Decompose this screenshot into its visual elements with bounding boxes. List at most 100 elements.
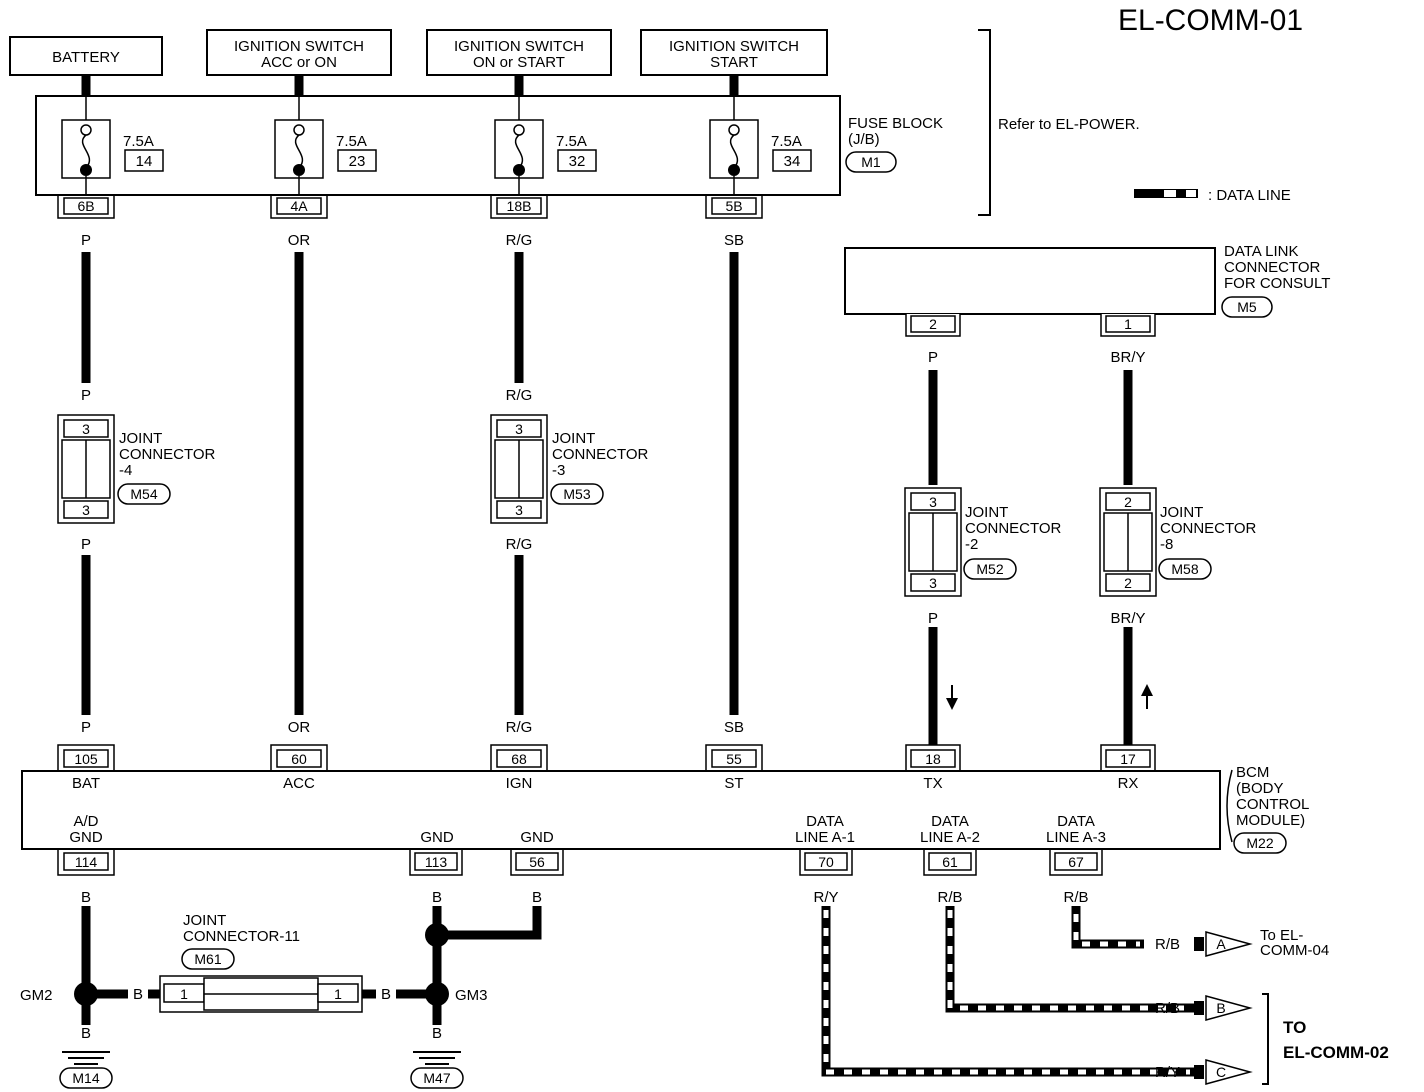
joint-pin: 2 bbox=[1124, 494, 1132, 510]
terminal-label: 5B bbox=[725, 198, 742, 214]
bcm-terminal-name: LINE A-2 bbox=[920, 829, 980, 846]
bcm-terminal-name: ACC bbox=[283, 775, 315, 792]
power-source-label: ON or START bbox=[473, 54, 565, 71]
output-target: COMM-04 bbox=[1260, 942, 1329, 959]
wire-color-label: SB bbox=[724, 719, 744, 736]
joint-connector-id: M53 bbox=[563, 486, 590, 502]
wire-color-label: R/Y bbox=[813, 889, 838, 906]
wire-color-label: OR bbox=[288, 719, 311, 736]
bcm-terminal-name: DATA bbox=[806, 813, 844, 830]
refer-note: Refer to EL-POWER. bbox=[998, 116, 1140, 133]
joint-connector-8: 2 2 JOINT CONNECTOR -8 M58 bbox=[1099, 487, 1257, 597]
bcm-terminal-name: LINE A-1 bbox=[795, 829, 855, 846]
power-source-label: START bbox=[710, 54, 758, 71]
joint-connector-3: 3 3 JOINT CONNECTOR -3 M53 bbox=[490, 414, 649, 524]
tx-arrow-icon bbox=[946, 685, 958, 710]
bcm-pin: 56 bbox=[529, 854, 545, 870]
bcm-label: MODULE) bbox=[1236, 812, 1305, 829]
bcm-pin: 60 bbox=[291, 751, 307, 767]
dlc-label: CONNECTOR bbox=[1224, 259, 1321, 276]
wire-color-label: P bbox=[928, 610, 938, 627]
wire-color-label: R/G bbox=[506, 387, 533, 404]
bcm-pin: 61 bbox=[942, 854, 958, 870]
fuse-block-label: FUSE BLOCK bbox=[848, 115, 943, 132]
bcm-terminal-name: ST bbox=[724, 775, 743, 792]
wire-color-label: B bbox=[532, 889, 542, 906]
ground-symbol-icon bbox=[413, 1051, 461, 1065]
output-connector-b: R/B B bbox=[1155, 995, 1253, 1021]
ground-connector-id: M47 bbox=[423, 1070, 450, 1086]
bcm-pin: 113 bbox=[425, 854, 448, 870]
legend-label: : DATA LINE bbox=[1208, 187, 1291, 204]
joint-connector-4: 3 3 JOINT CONNECTOR -4 M54 bbox=[57, 414, 216, 524]
fuse-block-label: (J/B) bbox=[848, 131, 880, 148]
output-letter: B bbox=[1216, 1000, 1225, 1016]
power-source-label: IGNITION SWITCH bbox=[669, 38, 799, 55]
fuse-number: 23 bbox=[349, 153, 366, 170]
bcm-module: BAT ACC IGN ST TX RX A/D GND GND GND DAT… bbox=[21, 764, 1309, 854]
wire-color-label: R/B bbox=[1063, 889, 1088, 906]
joint-pin: 1 bbox=[334, 986, 342, 1002]
joint-label: -2 bbox=[965, 536, 978, 553]
bcm-terminal-name: GND bbox=[420, 829, 454, 846]
fuse-rating: 7.5A bbox=[771, 133, 802, 150]
bcm-pin: 17 bbox=[1120, 751, 1136, 767]
wire-color-label: B bbox=[432, 889, 442, 906]
diagram-title: EL-COMM-01 bbox=[1118, 4, 1303, 37]
fuse-block-connector: M1 bbox=[861, 154, 881, 170]
joint-label: CONNECTOR bbox=[965, 520, 1062, 537]
wire-color-label: SB bbox=[724, 232, 744, 249]
fuse-32: 7.5A 32 bbox=[494, 96, 597, 200]
wire-color-label: B bbox=[432, 1025, 442, 1042]
bcm-label: BCM bbox=[1236, 764, 1269, 781]
ground-wire-labels: B B B B B B B bbox=[81, 889, 542, 1042]
dlc-terminal: 2 bbox=[929, 316, 937, 332]
fuse-rating: 7.5A bbox=[123, 133, 154, 150]
fuse-23: 7.5A 23 bbox=[274, 96, 377, 200]
joint-connector-2: 3 3 JOINT CONNECTOR -2 M52 bbox=[904, 487, 1062, 597]
dlc-terminal: 1 bbox=[1124, 316, 1132, 332]
output-wire-color: R/B bbox=[1155, 936, 1180, 953]
joint-label: CONNECTOR-11 bbox=[183, 928, 300, 945]
joint-label: JOINT bbox=[1160, 504, 1203, 521]
rx-arrow-icon bbox=[1141, 684, 1153, 709]
ground-connector-badge bbox=[410, 1067, 464, 1089]
data-line-legend: : DATA LINE bbox=[1134, 187, 1291, 204]
bcm-pin: 70 bbox=[818, 854, 834, 870]
ground-symbol-icon bbox=[62, 1051, 110, 1065]
joint-pin: 3 bbox=[82, 421, 90, 437]
power-wires bbox=[81, 252, 1133, 745]
power-source-label: IGNITION SWITCH bbox=[454, 38, 584, 55]
wire-color-label: P bbox=[81, 536, 91, 553]
ground-connector-id: M14 bbox=[72, 1070, 99, 1086]
wire-color-label: P bbox=[81, 232, 91, 249]
output-connector-c: R/Y C bbox=[1155, 1059, 1253, 1085]
bcm-terminal-name: LINE A-3 bbox=[1046, 829, 1106, 846]
output-connector-a: R/B A To EL- COMM-04 bbox=[1155, 927, 1329, 959]
joint-label: JOINT bbox=[552, 430, 595, 447]
bcm-label: (BODY bbox=[1236, 780, 1284, 797]
wire-color-label: R/G bbox=[506, 232, 533, 249]
joint-pin: 3 bbox=[82, 502, 90, 518]
bcm-terminal-name: DATA bbox=[931, 813, 969, 830]
wire-color-label: B bbox=[81, 1025, 91, 1042]
power-source-label: BATTERY bbox=[52, 49, 120, 66]
terminal-label: 6B bbox=[77, 198, 94, 214]
bcm-terminal-name: RX bbox=[1118, 775, 1139, 792]
joint-label: JOINT bbox=[965, 504, 1008, 521]
bcm-terminal-name: IGN bbox=[506, 775, 533, 792]
ground-point-label: GM2 bbox=[20, 987, 53, 1004]
joint-connector-id: M54 bbox=[130, 486, 157, 502]
bcm-terminal-name: DATA bbox=[1057, 813, 1095, 830]
fuse-14: 7.5A 14 bbox=[61, 96, 164, 200]
joint-label: -4 bbox=[119, 462, 132, 479]
fuse-34: 7.5A 34 bbox=[709, 96, 812, 200]
wire-color-label: P bbox=[81, 719, 91, 736]
fuse-rating: 7.5A bbox=[336, 133, 367, 150]
ground-point-label: GM3 bbox=[455, 987, 488, 1004]
wire-color-label: P bbox=[928, 349, 938, 366]
terminal-label: 4A bbox=[290, 198, 308, 214]
power-source-ignition-acc-on: IGNITION SWITCH ACC or ON bbox=[206, 29, 392, 76]
joint-pin: 3 bbox=[515, 502, 523, 518]
ground-connector-badge bbox=[59, 1067, 113, 1089]
